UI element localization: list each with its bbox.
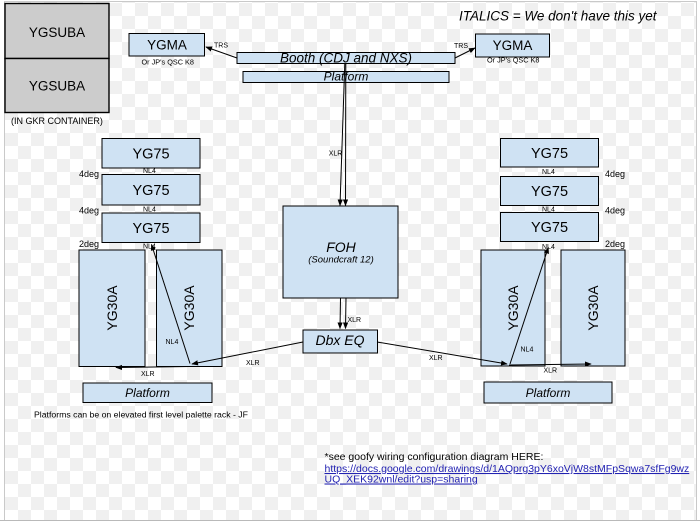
svg-text:Platform: Platform bbox=[324, 70, 369, 84]
svg-text:NL4: NL4 bbox=[143, 207, 156, 214]
svg-text:YG75: YG75 bbox=[132, 183, 169, 199]
svg-text:TRS: TRS bbox=[454, 43, 468, 50]
svg-text:NL4: NL4 bbox=[542, 207, 555, 214]
svg-text:YG75: YG75 bbox=[132, 221, 169, 237]
svg-text:4deg: 4deg bbox=[79, 206, 99, 216]
svg-text:4deg: 4deg bbox=[605, 169, 625, 179]
svg-text:YGMA: YGMA bbox=[147, 38, 187, 53]
svg-text:XLR: XLR bbox=[429, 355, 443, 362]
svg-text:NL4: NL4 bbox=[521, 347, 534, 354]
svg-text:NL4: NL4 bbox=[143, 244, 156, 251]
svg-text:Or JP's QSC K8: Or JP's QSC K8 bbox=[487, 56, 539, 65]
svg-text:YG30A: YG30A bbox=[505, 285, 521, 331]
svg-text:4deg: 4deg bbox=[605, 206, 625, 216]
svg-text:XLR: XLR bbox=[329, 151, 343, 158]
svg-text:2deg: 2deg bbox=[605, 239, 625, 249]
svg-text:2deg: 2deg bbox=[79, 239, 99, 249]
svg-text:FOH: FOH bbox=[326, 239, 356, 255]
svg-text:YGSUBA: YGSUBA bbox=[29, 25, 85, 40]
svg-text:YGMA: YGMA bbox=[493, 38, 533, 53]
svg-text:Or JP's QSC K8: Or JP's QSC K8 bbox=[142, 58, 194, 67]
svg-text:NL4: NL4 bbox=[143, 168, 156, 175]
svg-text:YGSUBA: YGSUBA bbox=[29, 79, 85, 94]
svg-text:YG75: YG75 bbox=[531, 220, 568, 236]
svg-text:YG75: YG75 bbox=[531, 184, 568, 200]
svg-text:*see goofy wiring configuratio: *see goofy wiring configuration diagram … bbox=[325, 451, 544, 463]
svg-text:YG30A: YG30A bbox=[181, 285, 197, 331]
svg-text:XLR: XLR bbox=[544, 368, 558, 375]
svg-text:YG30A: YG30A bbox=[104, 285, 120, 331]
svg-text:NL4: NL4 bbox=[542, 169, 555, 176]
svg-text:(Soundcraft 12): (Soundcraft 12) bbox=[308, 255, 373, 266]
svg-text:https://docs.google.com/drawin: https://docs.google.com/drawings/d/1AQpr… bbox=[325, 463, 690, 475]
svg-text:XLR: XLR bbox=[348, 317, 362, 324]
svg-text:Platform: Platform bbox=[125, 386, 170, 400]
svg-text:YG75: YG75 bbox=[132, 147, 169, 163]
svg-text:XLR: XLR bbox=[246, 360, 260, 367]
svg-text:ITALICS = We don't have this y: ITALICS = We don't have this yet bbox=[459, 9, 658, 24]
svg-text:Platforms can be on elevated f: Platforms can be on elevated first level… bbox=[34, 410, 248, 420]
svg-text:Booth (CDJ and NXS): Booth (CDJ and NXS) bbox=[280, 51, 412, 66]
svg-text:4deg: 4deg bbox=[79, 169, 99, 179]
svg-text:Platform: Platform bbox=[526, 386, 571, 400]
svg-text:UQ_XEK92wnl/edit?usp=sharing: UQ_XEK92wnl/edit?usp=sharing bbox=[325, 474, 478, 486]
svg-text:XLR: XLR bbox=[141, 371, 155, 378]
svg-text:NL4: NL4 bbox=[166, 339, 179, 346]
svg-text:YG30A: YG30A bbox=[585, 285, 601, 331]
svg-text:TRS: TRS bbox=[214, 43, 228, 50]
svg-text:YG75: YG75 bbox=[531, 146, 568, 162]
svg-text:(IN GKR CONTAINER): (IN GKR CONTAINER) bbox=[11, 116, 103, 126]
svg-text:NL4: NL4 bbox=[542, 244, 555, 251]
svg-text:Dbx EQ: Dbx EQ bbox=[315, 332, 364, 348]
